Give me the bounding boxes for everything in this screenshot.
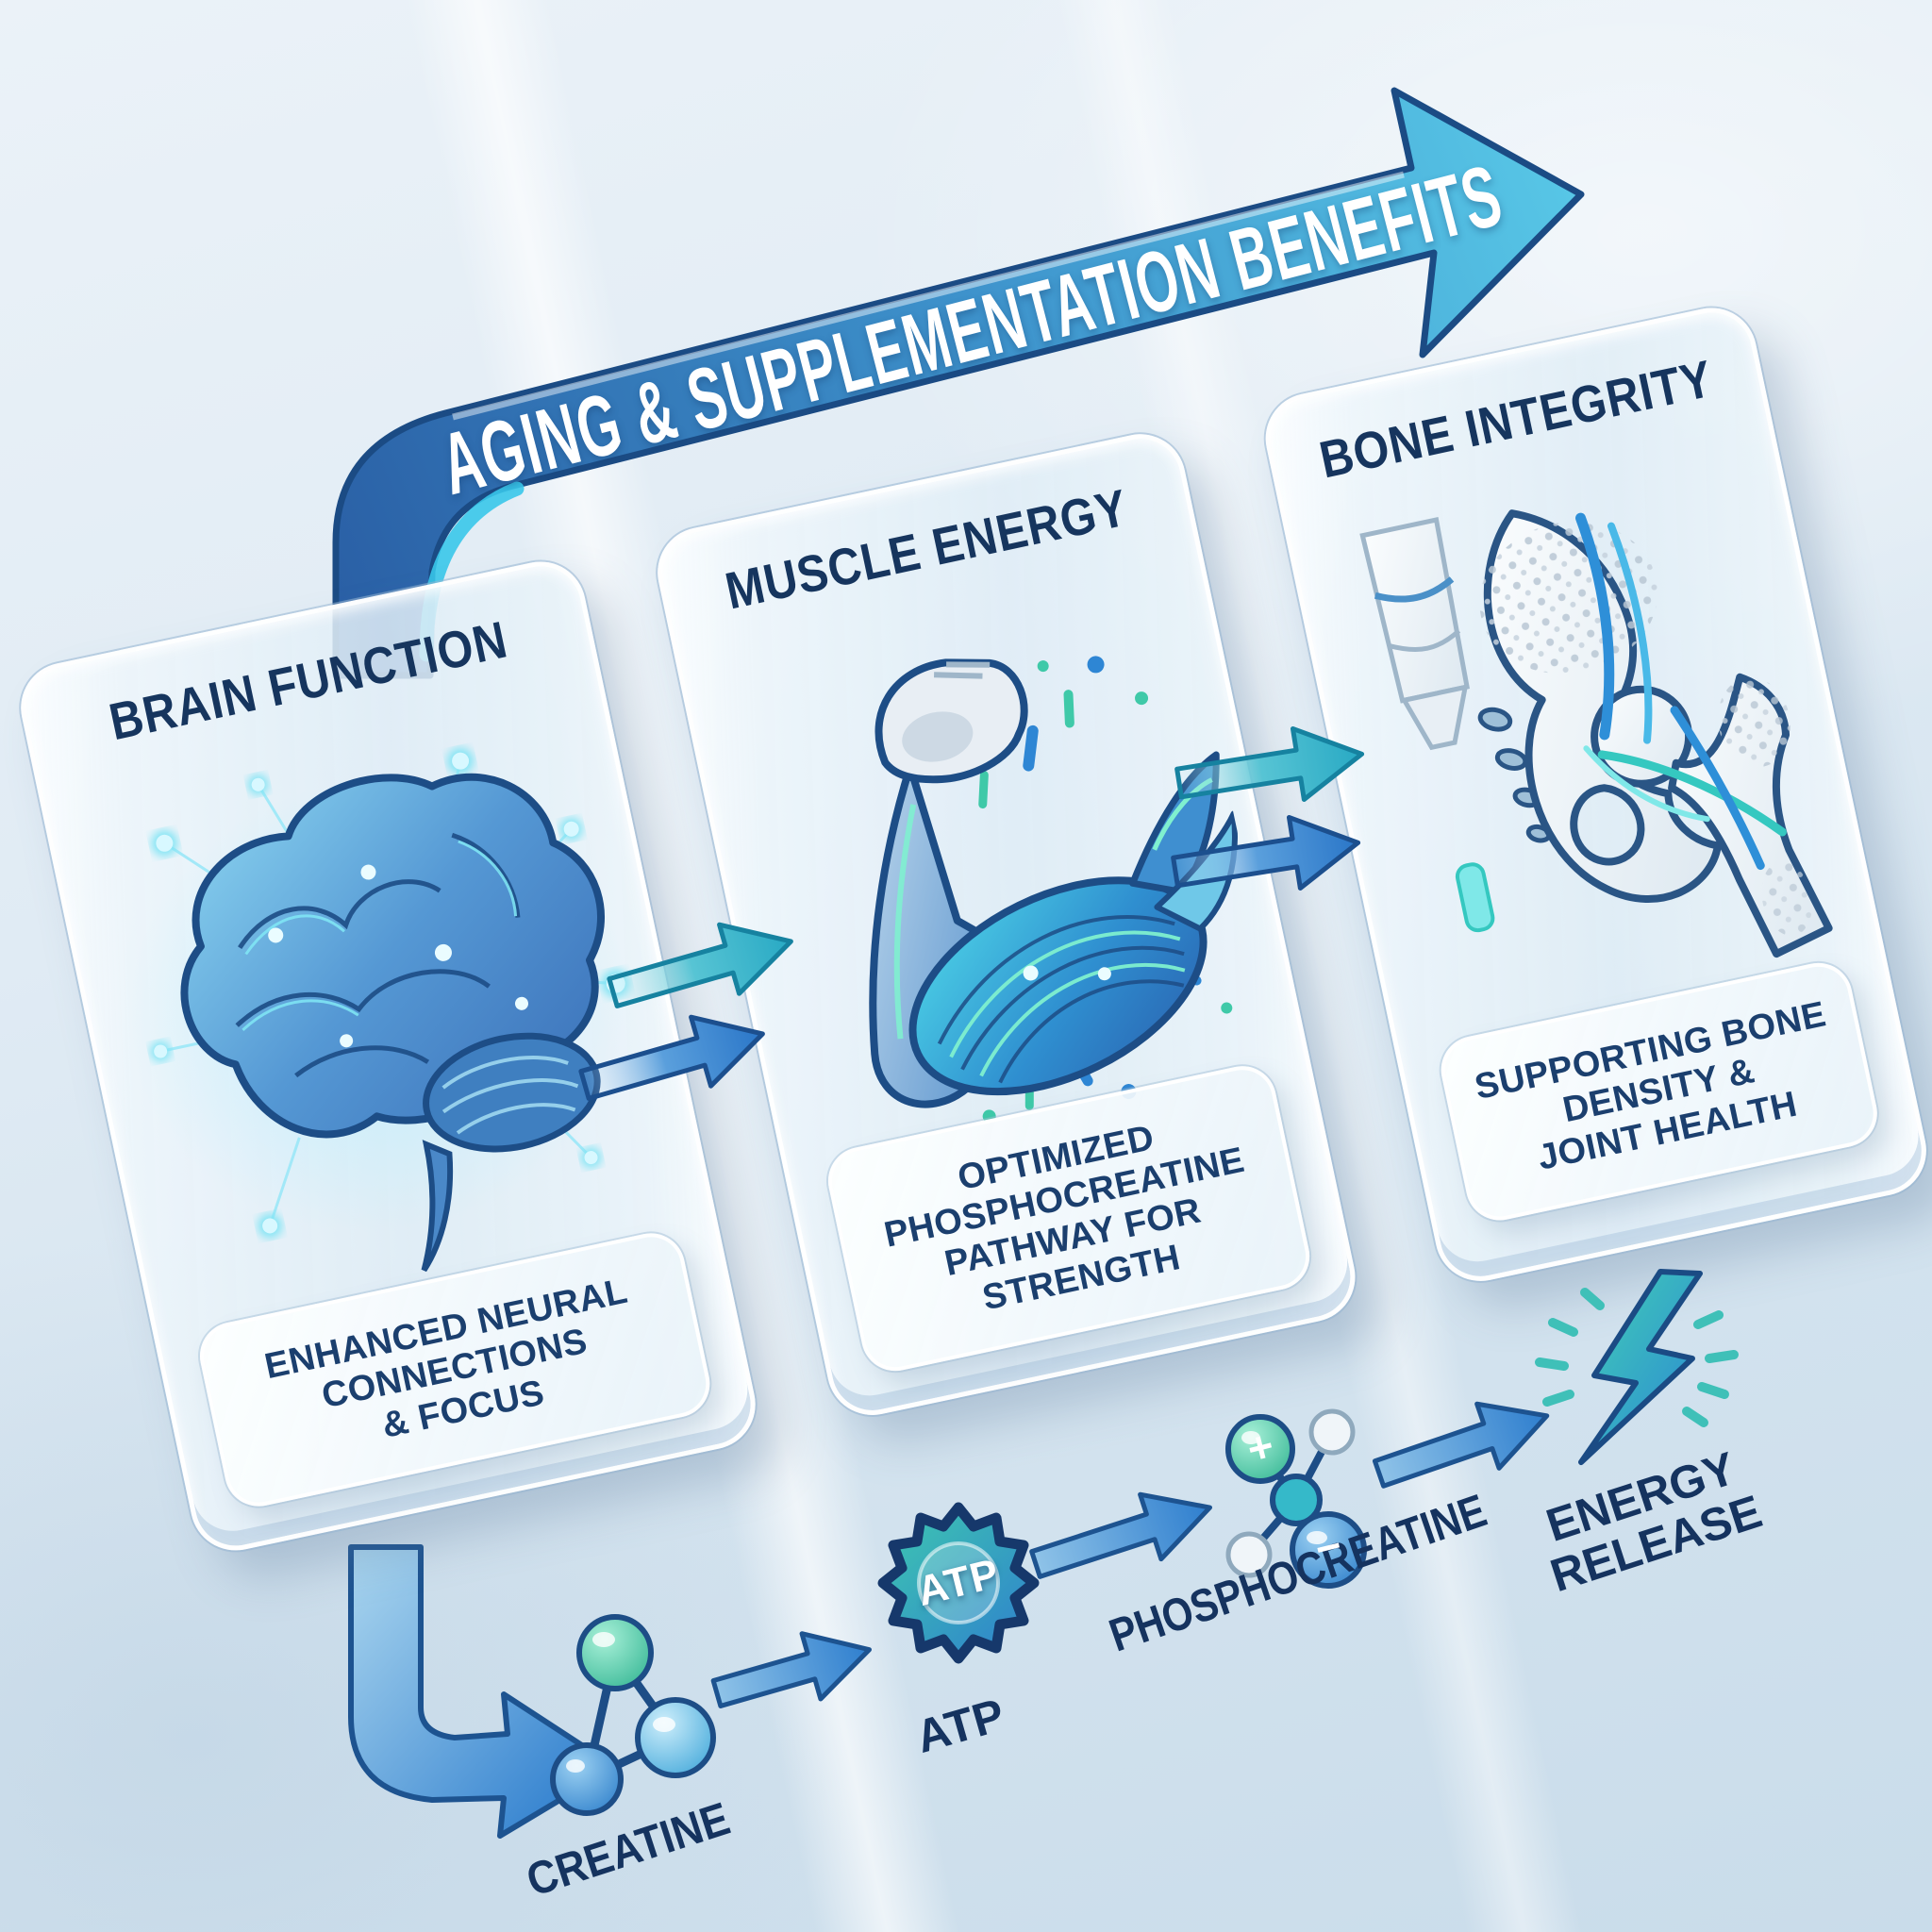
muscle-to-bone-arrow-teal — [1174, 725, 1365, 803]
bone-density-stipple — [1479, 521, 1658, 675]
creatine-molecule-icon — [550, 1614, 716, 1816]
panel-bone-integrity: BONE INTEGRITY — [1257, 299, 1932, 1290]
brain-to-muscle-arrow-blue — [578, 1014, 765, 1101]
phosphocreatine-to-energy-arrow — [1372, 1401, 1550, 1489]
lightning-bolt-icon — [1535, 1269, 1739, 1465]
bolt-sparks — [1535, 1288, 1739, 1427]
atp-to-phosphocreatine-arrow — [1029, 1491, 1213, 1579]
phosphocreatine-molecule-icon — [1225, 1408, 1367, 1589]
spine-sacrum — [1359, 517, 1552, 933]
ligament-lines — [1575, 512, 1787, 871]
hip-joint-illustration — [1359, 509, 1833, 958]
brain-to-muscle-arrow-teal — [607, 922, 793, 1008]
teal-ligament-tag — [1455, 862, 1495, 933]
muscle-to-bone-arrow-blue — [1171, 814, 1361, 891]
creatine-to-atp-arrow — [710, 1631, 872, 1708]
